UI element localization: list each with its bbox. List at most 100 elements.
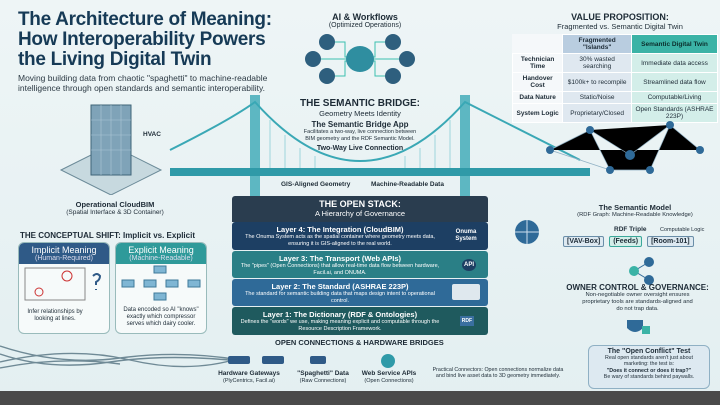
conflict-line: "Does it connect or does it trap?" (606, 367, 692, 374)
table-cell: $100k+ to recompile (562, 72, 633, 92)
page-subtitle: Moving building data from chaotic "spagh… (18, 73, 267, 93)
stack-title: THE OPEN STACK: (319, 199, 401, 209)
layer-desc: The "pipes" (Open Connections) that allo… (240, 263, 440, 276)
bottom-bar (0, 391, 720, 405)
value-table: Fragmented "Islands"Semantic Digital Twi… (511, 34, 718, 123)
bridge-app-title: The Semantic Bridge App (311, 120, 409, 129)
row-label: Technician Time (511, 53, 564, 73)
globe-cursor-icon (381, 354, 395, 368)
ai-workflows: AI & Workflows (Optimized Operations) (320, 12, 410, 29)
layer-title: Layer 2: The Standard (ASHRAE 223P) (271, 282, 409, 291)
document-icon (452, 284, 480, 300)
explicit-card: Explicit Meaning(Machine-Readable) Data … (115, 242, 207, 334)
machine-readable-label: Machine-Readable Data (371, 181, 444, 188)
semantic-model: The Semantic Model (RDF Graph: Machine-R… (560, 203, 710, 218)
api-icon: API (461, 259, 476, 271)
practical-connectors-note: Practical Connectors: Open connections n… (432, 367, 564, 380)
semantic-model-subtitle: (RDF Graph: Machine-Readable Knowledge) (577, 212, 693, 218)
implicit-card: Implicit Meaning(Human-Required) Infer r… (18, 242, 110, 334)
item-label: "Spaghetti" Data (297, 370, 349, 377)
layer-4: Layer 4: The Integration (CloudBIM) The … (232, 222, 488, 250)
spaghetti-data: "Spaghetti" Data(Raw Connections) (292, 370, 354, 385)
governance-desc: Non-negotiable owner oversight ensures p… (582, 292, 693, 312)
column-header: Semantic Digital Twin (631, 34, 718, 54)
item-label: Hardware Gateways (218, 370, 280, 377)
conflict-line: Real open standards aren't just about (605, 355, 693, 361)
explicit-subtitle: (Machine-Readable) (129, 255, 193, 262)
page-title: The Architecture of Meaning: How Interop… (18, 10, 272, 70)
conflict-title: The "Open Conflict" Test (607, 348, 691, 355)
item-label: Web Service APIs (361, 370, 417, 377)
semantic-bridge: THE SEMANTIC BRIDGE: Geometry Meets Iden… (270, 98, 450, 152)
rdf-book-icon: RDF (459, 316, 474, 326)
layer-title: Layer 3: The Transport (Web APIs) (278, 254, 402, 263)
two-way-connection-label: Two-Way Live Connection (316, 145, 404, 152)
layer-desc: The Onuma System acts as the spatial con… (245, 234, 435, 247)
table-cell: Open Standards (ASHRAE 223P) (631, 103, 718, 123)
subtitle-line: Moving building data from chaotic "spagh… (18, 73, 268, 83)
triple-subject: [VAV-Box] (563, 236, 605, 247)
title-line: How Interoperability Powers (18, 29, 266, 50)
bridge-subtitle: Geometry Meets Identity (319, 109, 401, 118)
table-cell: Immediate data access (631, 53, 718, 73)
computable-logic-label: Computable Logic (660, 227, 705, 233)
rdf-triple: [VAV-Box] (Feeds) [Room-101] (563, 236, 694, 247)
onuma-logo: Onuma System (455, 229, 477, 242)
shield-lock-icon (627, 320, 650, 334)
layer-desc: The standard for semantic building data … (245, 291, 435, 304)
hardware-gateways: Hardware Gateways(PlyCentrics, Facil.ai) (210, 370, 288, 385)
hvac-label: HVAC (143, 131, 161, 138)
building-icon (59, 104, 163, 195)
triple-predicate: (Feeds) (609, 236, 643, 247)
row-label: System Logic (511, 103, 564, 123)
hardware-title: OPEN CONNECTIONS & HARDWARE BRIDGES (275, 338, 444, 347)
brain-icon (305, 34, 415, 84)
triple-object: [Room-101] (647, 236, 694, 247)
table-cell: Proprietary/Closed (562, 103, 633, 123)
layer-title: Layer 4: The Integration (CloudBIM) (276, 225, 404, 234)
table-cell: 30% wasted searching (562, 53, 633, 73)
column-header: Fragmented "Islands" (562, 34, 633, 54)
building-caption: Operational CloudBIM (Spatial Interface … (40, 200, 190, 216)
share-nodes-icon (629, 257, 654, 285)
graph-icon (121, 265, 201, 301)
table-cell: Computable/Living (631, 91, 718, 104)
item-sub: (PlyCentrics, Facil.ai) (223, 378, 275, 384)
layer-1: Layer 1: The Dictionary (RDF & Ontologie… (232, 307, 488, 335)
bridge-title: THE SEMANTIC BRIDGE: (300, 98, 420, 109)
web-service-apis: Web Service APIs(Open Connections) (358, 370, 420, 385)
semantic-model-title: The Semantic Model (598, 203, 672, 212)
shift-title: THE CONCEPTUAL SHIFT: Implicit vs. Expli… (20, 231, 195, 240)
implicit-subtitle: (Human-Required) (35, 255, 93, 262)
floorplan-icon (24, 267, 102, 301)
implicit-caption: Infer relationships by looking at lines. (27, 309, 83, 322)
column-header (513, 35, 563, 54)
value-subtitle: Fragmented vs. Semantic Digital Twin (557, 22, 683, 31)
open-conflict-callout: The "Open Conflict" Test Real open stand… (588, 345, 710, 389)
globe-icon (515, 220, 539, 244)
governance-title: OWNER CONTROL & GOVERNANCE: (566, 283, 709, 292)
bridge-app-desc: Facilitates a two-way, live connection b… (303, 129, 417, 135)
spaghetti-cables (0, 345, 326, 369)
bridge-app-desc: BIM geometry and the RDF Semantic Model. (305, 135, 415, 142)
gis-aligned-label: GIS-Aligned Geometry (281, 181, 351, 188)
layer-desc: Defines the "words" we use, making meani… (240, 319, 440, 332)
ai-title: AI & Workflows (332, 12, 398, 22)
stack-subtitle: A Hierarchy of Governance (314, 209, 406, 218)
building-subtitle: (Spatial Interface & 3D Container) (66, 209, 164, 216)
implicit-title: Implicit Meaning (31, 245, 97, 255)
explicit-title: Explicit Meaning (128, 245, 194, 255)
layer-title: Layer 1: The Dictionary (RDF & Ontologie… (262, 310, 418, 319)
item-sub: (Open Connections) (364, 378, 414, 384)
conflict-line: Be wary of standards behind paywalls. (603, 373, 695, 380)
value-proposition: VALUE PROPOSITION: Fragmented vs. Semant… (540, 12, 700, 31)
title-line: The Architecture of Meaning: (18, 9, 272, 30)
rdf-graph-icon (546, 121, 704, 174)
building-title: Operational CloudBIM (75, 200, 155, 209)
table-header: Fragmented "Islands"Semantic Digital Twi… (513, 34, 718, 54)
ai-subtitle: (Optimized Operations) (328, 22, 402, 29)
row-label: Data Nature (511, 91, 564, 104)
value-title: VALUE PROPOSITION: (571, 12, 669, 22)
